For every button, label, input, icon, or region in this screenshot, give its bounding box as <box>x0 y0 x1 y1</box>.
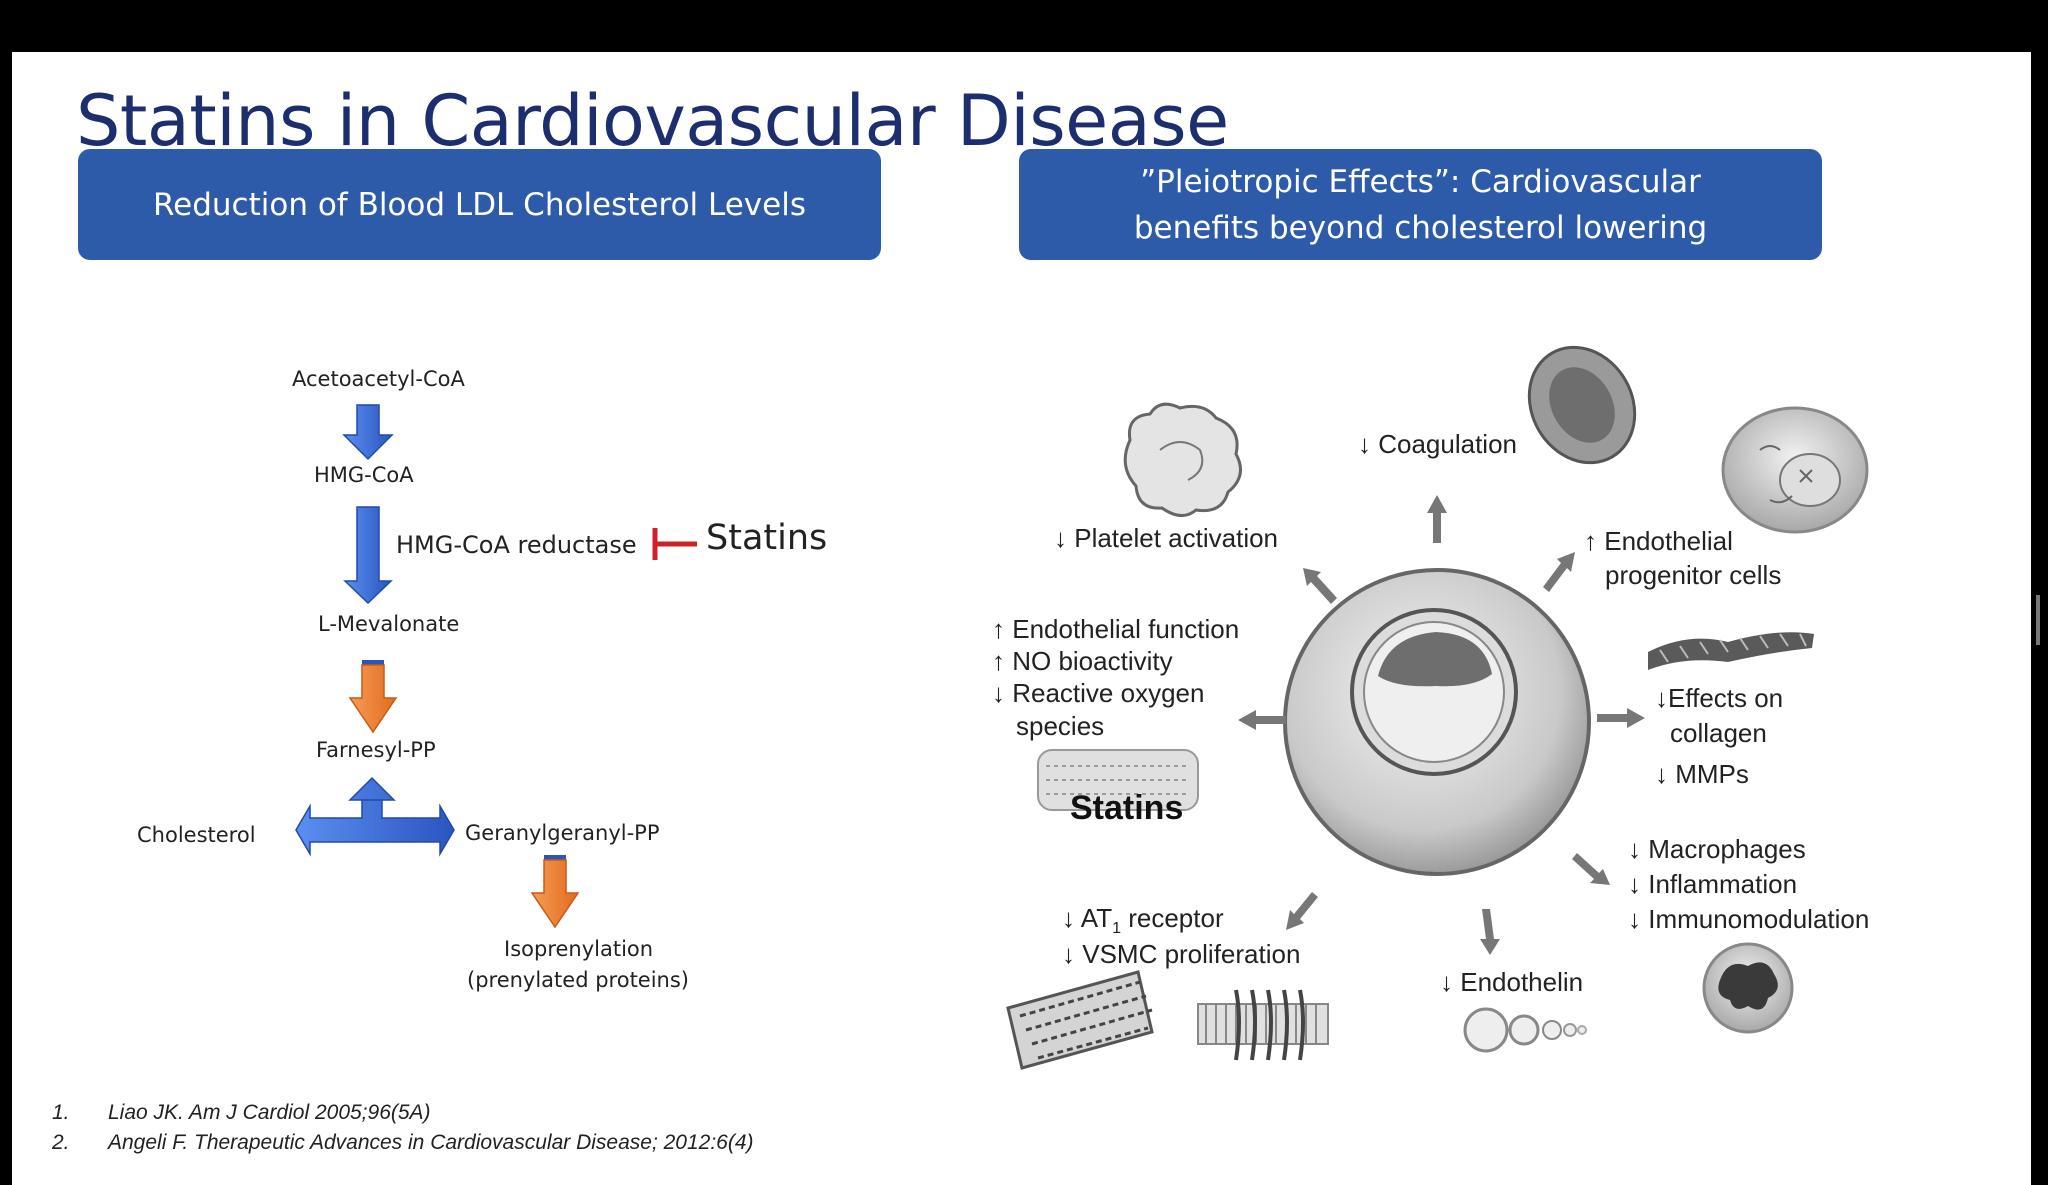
statins-center-label: Statins <box>1070 789 1184 827</box>
arrow-to-coagulation <box>1427 495 1447 543</box>
radial-arrows <box>1238 495 1645 955</box>
isoprenylation-label: Isoprenylation <box>504 937 654 961</box>
slide-title: Statins in Cardiovascular Disease <box>76 80 1229 162</box>
membrane-illustration <box>1037 749 1199 811</box>
at1-receptor-effect: ↓ AT1 receptor <box>1062 902 1224 945</box>
arrow-to-macrophages <box>1572 853 1610 885</box>
mmps-effect: ↓ MMPs <box>1655 759 1749 789</box>
at1-suffix: receptor <box>1121 903 1224 933</box>
arrow-to-platelet <box>1303 568 1337 604</box>
reference-2-number: 2. <box>52 1131 70 1154</box>
immunomodulation-effect: ↓ Immunomodulation <box>1628 904 1870 934</box>
arrow-to-vsmc <box>1286 892 1318 930</box>
farnesyl-pp-label: Farnesyl-PP <box>316 738 436 762</box>
arrow-to-endothelin <box>1480 909 1500 955</box>
arrow-acetoacetyl-to-hmgcoa <box>342 404 394 461</box>
progenitor-cell-illustration <box>1721 406 1869 534</box>
macrophages-effect: ↓ Macrophages <box>1628 834 1806 864</box>
reference-2-text: Angeli F. Therapeutic Advances in Cardio… <box>108 1131 754 1154</box>
statin-inhibition-mark <box>652 528 697 560</box>
no-bioactivity-effect: ↑ NO bioactivity <box>992 646 1173 676</box>
macrophage-illustration <box>1702 942 1794 1034</box>
collagen-fiber-illustration <box>1648 632 1814 670</box>
ldl-reduction-banner-text: Reduction of Blood LDL Cholesterol Level… <box>153 186 806 223</box>
pleiotropic-effects-banner: ”Pleiotropic Effects”: Cardiovascular be… <box>1019 149 1822 260</box>
platelet-illustration <box>1123 402 1242 517</box>
inflammation-effect: ↓ Inflammation <box>1628 869 1798 899</box>
arrow-farnesyl-branch <box>295 776 455 857</box>
collagen-effect-line1: ↓Effects on <box>1655 683 1784 713</box>
reactive-oxygen-effect-line2: species <box>1016 711 1105 741</box>
cholesterol-label: Cholesterol <box>137 823 256 847</box>
endothelial-function-effect: ↑ Endothelial function <box>992 614 1240 644</box>
lipid-bilayer-illustration <box>1006 970 1154 1070</box>
at1-subscript: 1 <box>1112 920 1121 938</box>
vsmc-proliferation-effect: ↓ VSMC proliferation <box>1062 939 1301 969</box>
reactive-oxygen-effect-line1: ↓ Reactive oxygen <box>992 678 1205 708</box>
arrow-geranyl-to-isoprenylation <box>530 855 580 929</box>
l-mevalonate-label: L-Mevalonate <box>318 612 460 636</box>
ldl-reduction-banner: Reduction of Blood LDL Cholesterol Level… <box>78 149 881 260</box>
arrow-mevalonate-to-farnesyl <box>348 660 398 734</box>
red-blood-cell-illustration <box>1527 345 1637 465</box>
pleiotropic-banner-line1: ”Pleiotropic Effects”: Cardiovascular <box>1140 163 1701 200</box>
reference-1-text: Liao JK. Am J Cardiol 2005;96(5A) <box>108 1101 431 1124</box>
pleiotropic-banner-line2: benefits beyond cholesterol lowering <box>1133 209 1708 246</box>
reference-1-number: 1. <box>52 1101 70 1124</box>
scrollbar-handle[interactable] <box>2036 595 2040 645</box>
endothelial-progenitor-effect-line1: ↑ Endothelial <box>1584 526 1733 556</box>
statins-inhibitor-label: Statins <box>706 518 828 558</box>
collagen-effect-line2: collagen <box>1670 718 1767 748</box>
hmg-coa-label: HMG-CoA <box>314 463 414 487</box>
prenylated-proteins-label: (prenylated proteins) <box>467 968 689 992</box>
endothelin-effect: ↓ Endothelin <box>1440 967 1584 997</box>
endothelial-progenitor-effect-line2: progenitor cells <box>1605 560 1782 590</box>
platelet-activation-effect: ↓ Platelet activation <box>1054 523 1279 553</box>
arrow-to-progenitor <box>1543 552 1575 592</box>
arrow-to-collagen <box>1597 708 1645 728</box>
at1-prefix: ↓ AT <box>1062 903 1113 933</box>
acetoacetyl-coa-label: Acetoacetyl-CoA <box>292 367 465 391</box>
arrow-to-endothelial-function <box>1238 710 1286 730</box>
geranylgeranyl-pp-label: Geranylgeranyl-PP <box>465 821 660 845</box>
endothelin-illustration <box>1463 1007 1587 1053</box>
receptor-membrane-illustration <box>1197 989 1329 1061</box>
hmg-coa-reductase-label: HMG-CoA reductase <box>396 531 637 559</box>
arrow-hmgcoa-to-mevalonate <box>343 506 393 605</box>
statins-center-cell <box>1283 568 1591 876</box>
coagulation-effect: ↓ Coagulation <box>1358 429 1517 459</box>
